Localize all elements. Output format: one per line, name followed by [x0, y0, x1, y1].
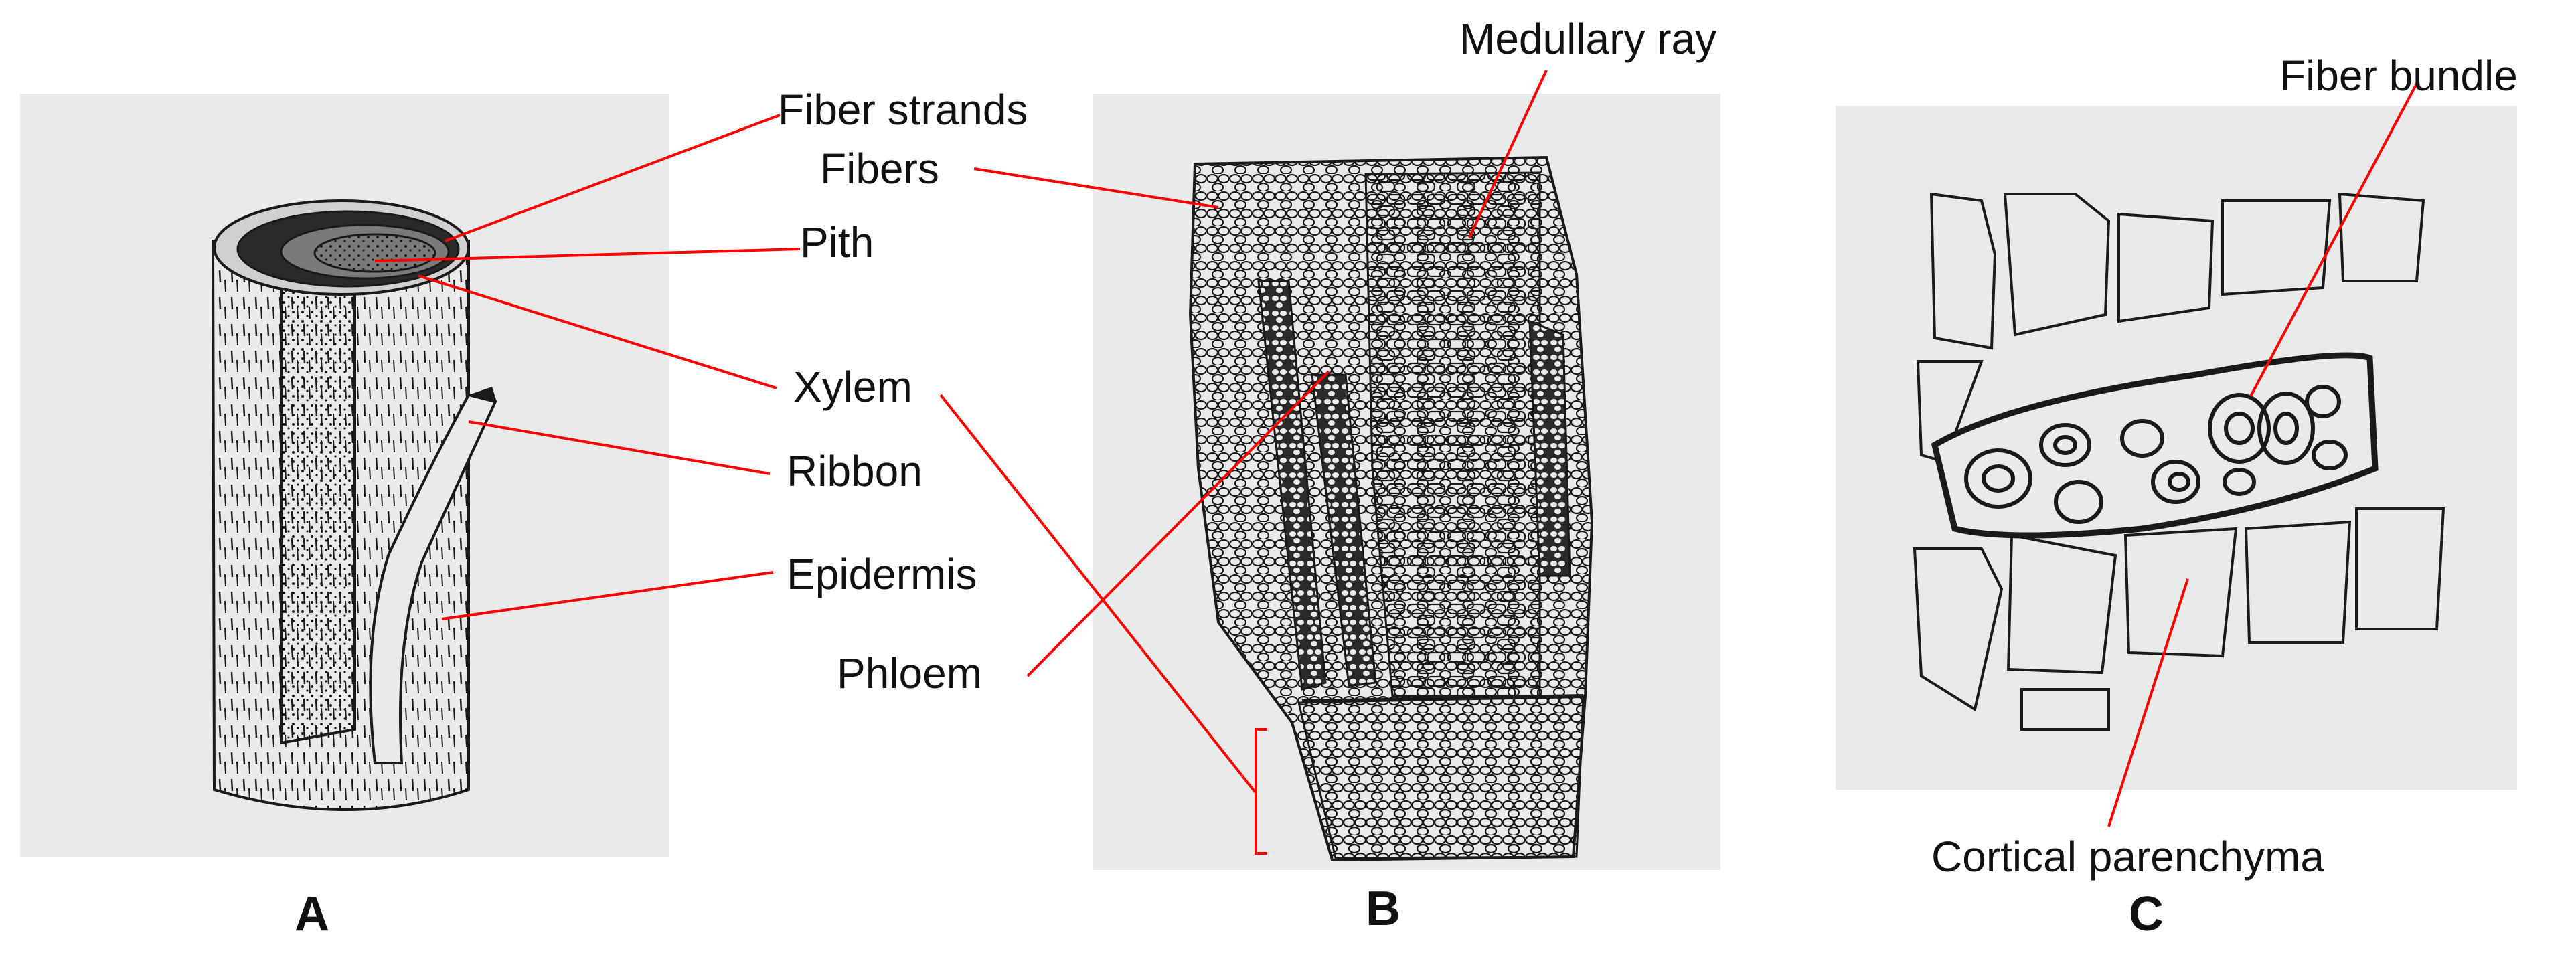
- leader-medullary-ray: [1468, 70, 1548, 238]
- phloem-band-1: [1257, 280, 1327, 691]
- leader-fiber-strands: [445, 114, 781, 242]
- parenchyma-cell: [2117, 212, 2215, 323]
- fiber-bundle-band: [1931, 352, 2379, 539]
- leader-fiber-bundle: [2249, 83, 2418, 397]
- leader-xylem-b: [939, 394, 1257, 794]
- label-fiber-bundle: Fiber bundle: [2279, 52, 2518, 100]
- panel-b-leaders: [939, 70, 1548, 794]
- leader-pith: [374, 248, 801, 262]
- pith-area: [313, 233, 436, 273]
- leader-xylem: [418, 274, 777, 389]
- panel-letter-a: A: [295, 887, 329, 941]
- label-medullary-ray: Medullary ray: [1459, 15, 1716, 63]
- parenchyma-cell: [2244, 520, 2352, 644]
- medullary-ray-region: [1364, 171, 1541, 697]
- stem-drawing: [211, 199, 497, 811]
- label-cortical-parenchyma: Cortical parenchyma: [1931, 833, 2324, 881]
- ribbon-strip: [369, 393, 497, 764]
- label-xylem: Xylem: [793, 363, 912, 411]
- parenchyma-cell: [2003, 193, 2111, 337]
- fiber-cell: [2054, 480, 2103, 524]
- label-fiber-strands: Fiber strands: [778, 86, 1028, 134]
- fiber-cell: [2120, 419, 2164, 458]
- panel-a: Fiber strands Pith Xylem Ribbon Epidermi…: [20, 86, 1028, 941]
- fiber-cell: [2039, 423, 2091, 467]
- cambium-line: [1301, 694, 1584, 703]
- panel-a-leaders: [374, 114, 801, 620]
- leader-ribbon: [468, 420, 771, 475]
- panel-c-leaders: [2107, 83, 2418, 827]
- ribbon-tip: [469, 387, 497, 402]
- fiber-cell: [2224, 412, 2255, 445]
- fiber-cell: [2273, 412, 2299, 445]
- parenchyma-cell: [2221, 199, 2332, 296]
- parenchyma-cell: [2020, 688, 2110, 731]
- fiber-cell: [1964, 448, 2032, 509]
- leader-fibers: [973, 167, 1219, 209]
- label-fibers: Fibers: [820, 145, 939, 193]
- fiber-bundle-drawing: [1913, 192, 2445, 731]
- parenchyma-cell: [2355, 507, 2445, 630]
- label-epidermis: Epidermis: [787, 550, 977, 598]
- tissue-section-drawing: [1188, 155, 1594, 862]
- lower-cortex-band: [1297, 695, 1585, 859]
- phloem-band-2: [1311, 373, 1377, 687]
- panel-letter-c: C: [2129, 887, 2164, 941]
- panel-c: Fiber bundle Cortical parenchyma C: [1836, 52, 2518, 941]
- panel-letter-b: B: [1366, 882, 1400, 936]
- label-phloem: Phloem: [837, 649, 982, 697]
- label-ribbon: Ribbon: [787, 447, 922, 495]
- leader-phloem: [1026, 370, 1330, 677]
- fiber-cell: [2151, 460, 2200, 504]
- parenchyma-cell: [1929, 192, 1997, 350]
- parenchyma-cell: [2006, 533, 2117, 675]
- fiber-cell: [2305, 385, 2341, 418]
- fiber-cell: [2208, 393, 2271, 464]
- fiber-cell: [2312, 440, 2348, 470]
- fiber-cell: [2257, 392, 2315, 465]
- fiber-cell: [2053, 435, 2077, 455]
- stem-cut-face: [280, 252, 356, 745]
- leader-epidermis: [441, 571, 774, 620]
- fiber-cells: [1964, 385, 2348, 524]
- fiber-cell: [2168, 472, 2190, 492]
- parenchyma-cell: [2123, 527, 2238, 658]
- panel-b: Medullary ray Fibers Phloem B: [820, 15, 1720, 936]
- label-pith: Pith: [800, 218, 874, 266]
- leader-cortical-parenchyma: [2107, 578, 2189, 827]
- parenchyma-cell: [2338, 192, 2425, 282]
- fiber-cell: [2223, 468, 2256, 496]
- parenchyma-cell: [1913, 547, 2004, 712]
- fiber-cell: [1982, 464, 2015, 493]
- phloem-band-3: [1528, 319, 1571, 577]
